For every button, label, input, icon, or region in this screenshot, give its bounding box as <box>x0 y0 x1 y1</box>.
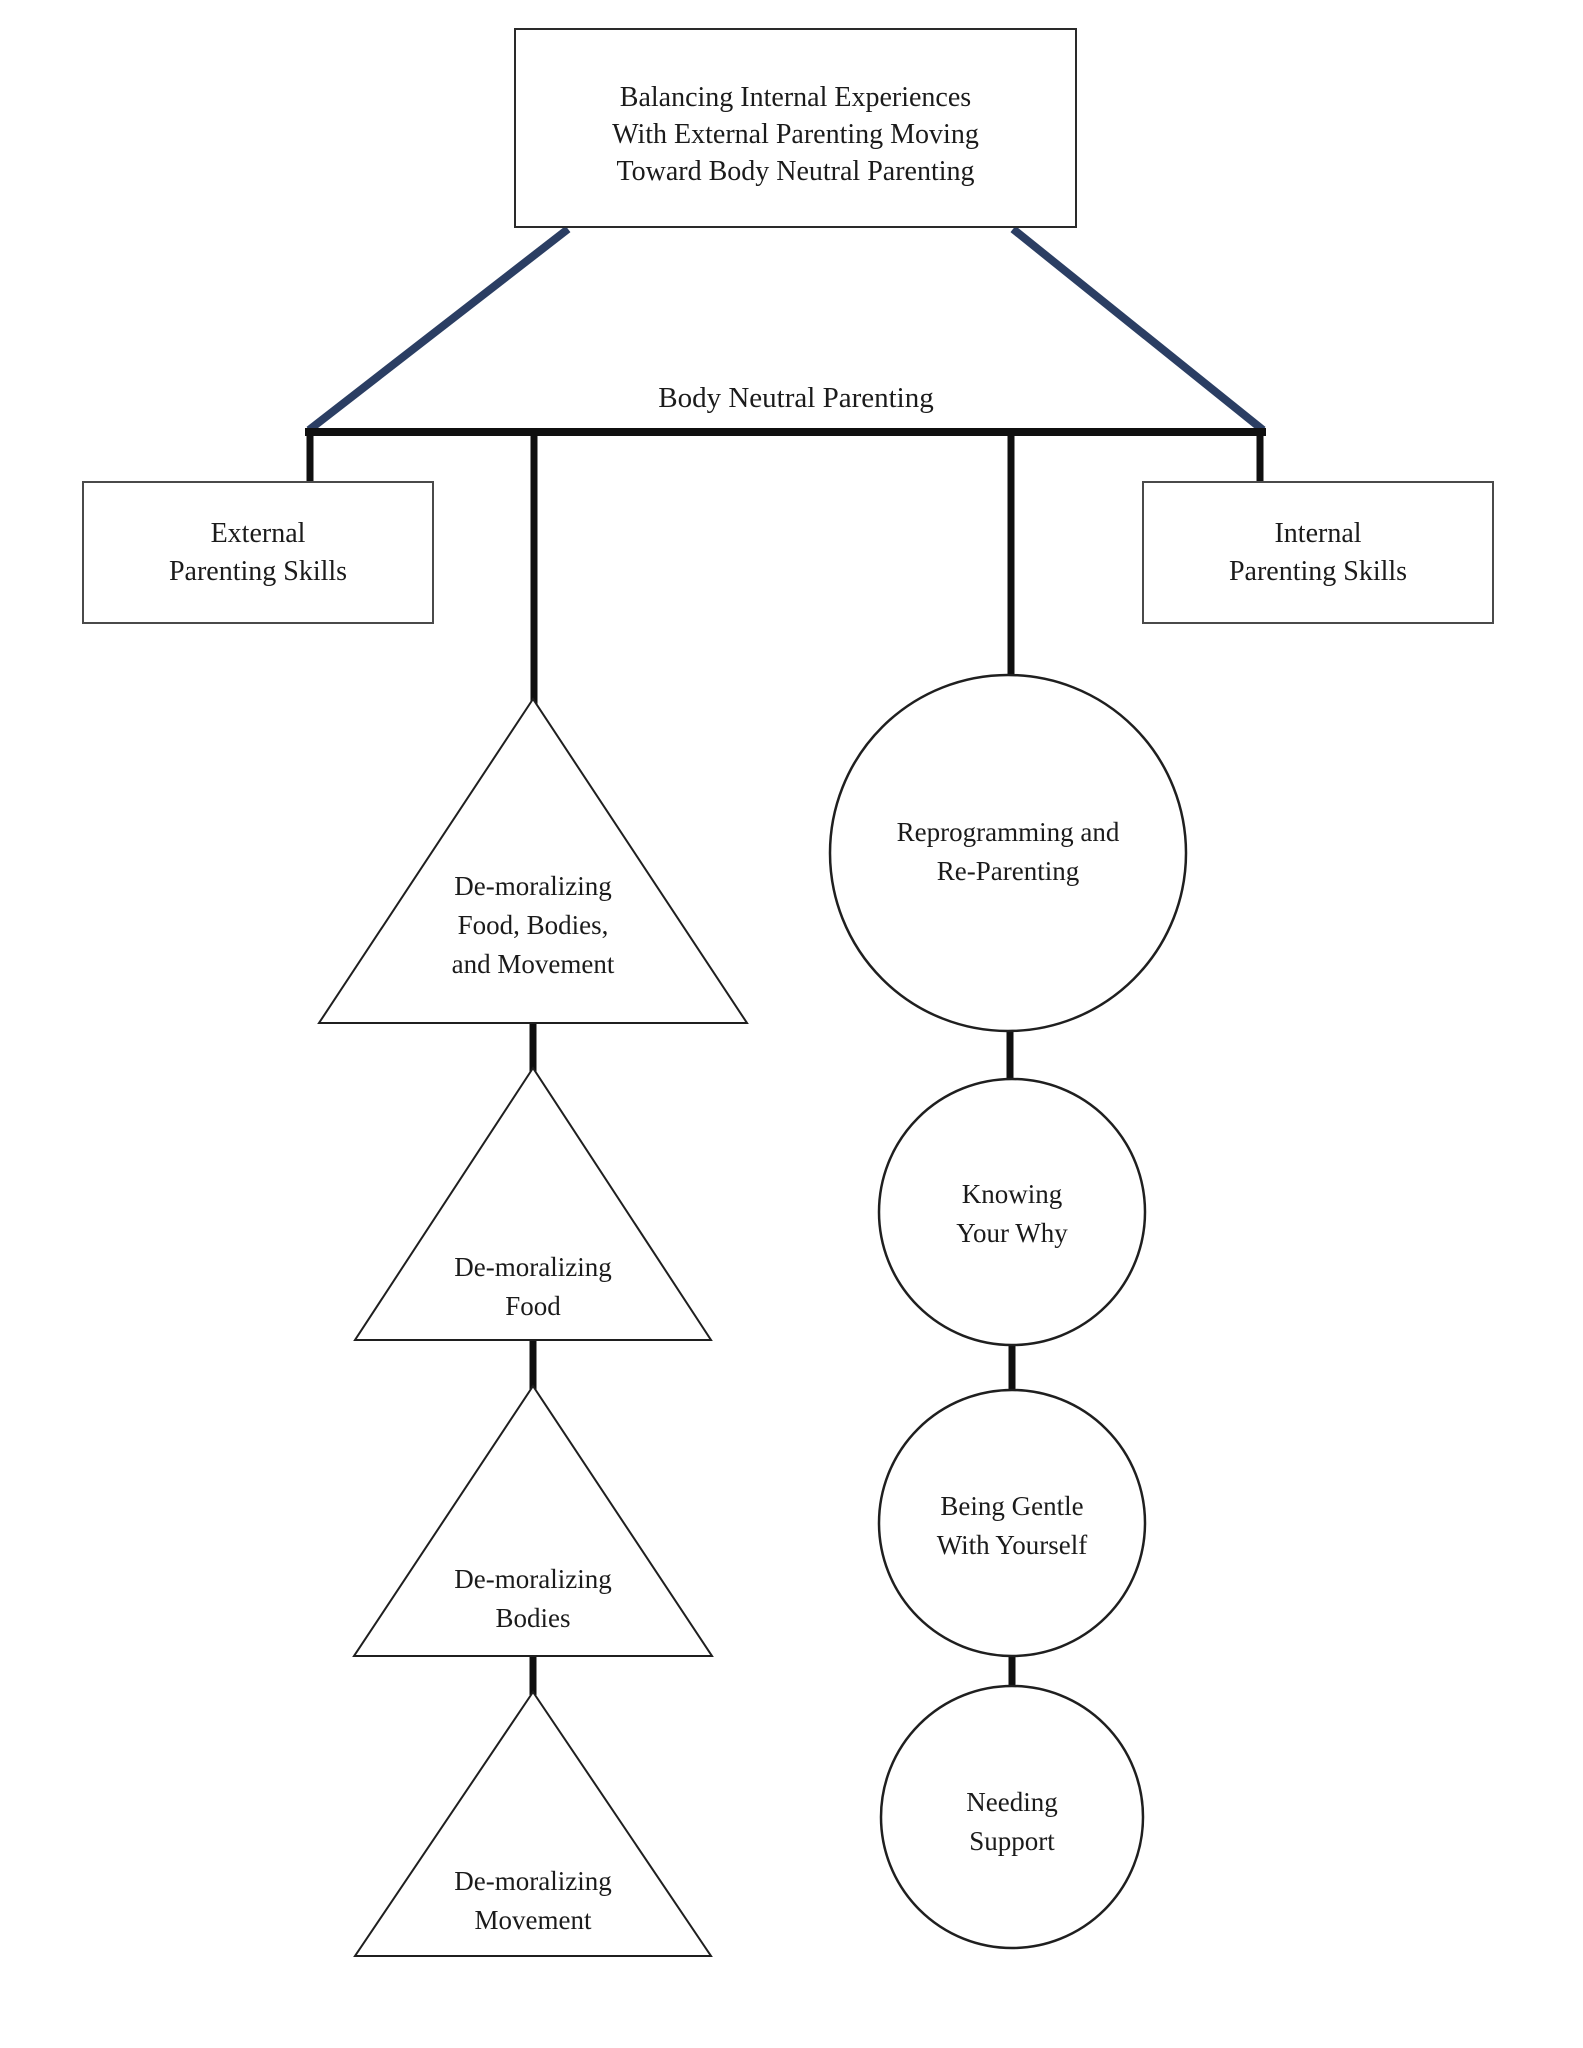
triangle-demoralizing-bodies <box>352 1384 714 1657</box>
internal-skills-box <box>1142 481 1494 624</box>
internal-skills-label: Internal Parenting Skills <box>1228 517 1408 587</box>
triangle-3-label: De-moralizing Bodies <box>454 1564 612 1633</box>
circle-3-label: Being Gentle With Yourself <box>936 1491 1088 1560</box>
triangle-4-label: De-moralizing Movement <box>454 1866 612 1935</box>
circle-4-label: Needing Support <box>966 1787 1058 1856</box>
triangle-demoralizing-movement <box>353 1690 713 1957</box>
triangle-1-label: De-moralizing Food, Bodies, and Movement <box>451 871 615 979</box>
triangle-demoralizing-food-bodies-movement <box>317 697 749 1024</box>
external-skills-label: External Parenting Skills <box>168 517 348 587</box>
roof-line-right <box>1010 225 1266 434</box>
circle-knowing-your-why <box>877 1077 1147 1347</box>
root-box-label: Balancing Internal Experiences With Exte… <box>612 81 979 187</box>
body-neutral-parenting-label: Body Neutral Parenting <box>658 382 934 414</box>
circle-reprogramming-reparenting <box>828 673 1188 1033</box>
triangle-demoralizing-food <box>353 1066 713 1341</box>
circle-2-label: Knowing Your Why <box>956 1179 1068 1248</box>
external-skills-box <box>82 481 434 624</box>
triangle-2-label: De-moralizing Food <box>454 1252 612 1321</box>
circle-1-label: Reprogramming and Re-Parenting <box>896 817 1120 886</box>
circle-being-gentle <box>877 1388 1147 1658</box>
roof-line-left <box>306 225 571 434</box>
root-box <box>514 28 1077 228</box>
circle-needing-support <box>879 1684 1145 1950</box>
